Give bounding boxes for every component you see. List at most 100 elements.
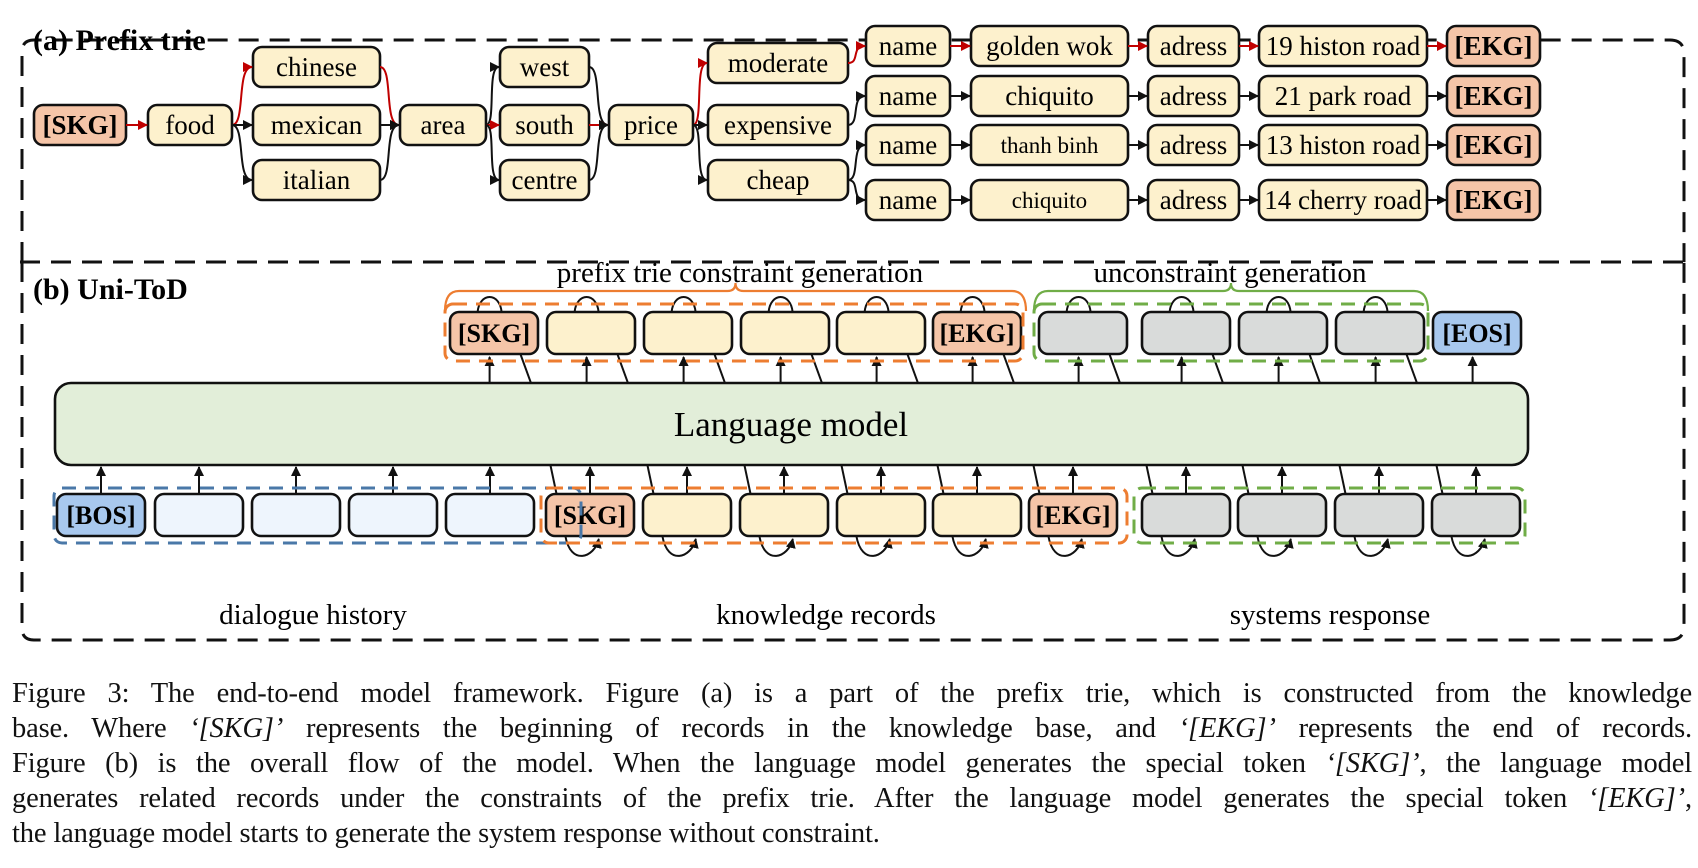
unconstrained-output-group	[1032, 302, 1430, 363]
output-token-constrained-label: [SKG]	[458, 319, 530, 348]
caption-text: base. Where	[12, 713, 190, 744]
feedback-line	[906, 353, 919, 384]
self-loop	[855, 535, 893, 557]
node-skg-label: [SKG]	[42, 110, 117, 140]
node-expensive-label: expensive	[724, 110, 832, 140]
node-address-key: adress	[1146, 24, 1241, 68]
feedback-line	[1108, 353, 1121, 384]
caption-line: Figure (b) is the overall flow of the mo…	[12, 746, 1692, 781]
unconstrained-generation-label: unconstraint generation	[1094, 257, 1367, 289]
node-area-label: area	[421, 110, 466, 140]
caption-line: generates related records under the cons…	[12, 781, 1692, 816]
output-token-unconstrained-box	[1140, 310, 1232, 356]
node-name-value: thanh binh	[969, 123, 1130, 167]
input-token-history	[153, 492, 245, 538]
trie-edge	[485, 62, 500, 126]
knowledge-records-group	[539, 486, 1129, 545]
node-italian: italian	[251, 158, 382, 202]
node-moderate: moderate	[706, 41, 850, 85]
caption-text: represents the beginning of records in t…	[283, 713, 1179, 744]
feedback-line	[549, 464, 558, 495]
node-name-key-label: name	[879, 81, 937, 111]
trie-edge	[847, 140, 866, 181]
output-token-constrained-box	[931, 310, 1023, 356]
feedback-line	[1002, 353, 1015, 384]
node-ekg: [EKG]	[1445, 178, 1542, 222]
input-token-knowledge-box	[835, 492, 927, 538]
output-token-constrained-box	[448, 310, 540, 356]
figure-caption: Figure 3: The end-to-end model framework…	[12, 676, 1692, 851]
node-name-key-label: name	[879, 130, 937, 160]
feedback-line	[743, 464, 752, 495]
input-token-response	[1430, 492, 1522, 538]
node-centre: centre	[498, 158, 591, 202]
node-address-key: adress	[1146, 123, 1241, 167]
self-loop	[758, 535, 796, 557]
input-token-history	[444, 492, 536, 538]
input-token-response-box	[1140, 492, 1232, 538]
uni-tod-framework-diagram: (a) Prefix trie (b) Uni-ToD [SKG]foodchi…	[20, 24, 1686, 642]
self-loop	[1362, 296, 1389, 313]
node-chinese: chinese	[251, 45, 382, 89]
input-token-knowledge: [SKG]	[544, 492, 636, 538]
node-ekg: [EKG]	[1445, 123, 1542, 167]
input-token-knowledge	[641, 492, 733, 538]
caption-line: base. Where ‘[SKG]’ represents the begin…	[12, 711, 1692, 746]
output-token-constrained	[739, 310, 831, 356]
node-area: area	[398, 103, 488, 147]
node-ekg: [EKG]	[1445, 24, 1542, 68]
output-token-eos-label: [EOS]	[1442, 319, 1511, 348]
input-token-knowledge-label: [EKG]	[1035, 501, 1110, 530]
node-ekg: [EKG]	[1445, 74, 1542, 118]
node-ekg-box	[1445, 123, 1542, 167]
input-token-knowledge-box	[641, 492, 733, 538]
node-south-label: south	[515, 110, 574, 140]
node-ekg-label: [EKG]	[1455, 130, 1533, 160]
caption-line: Figure 3: The end-to-end model framework…	[12, 676, 1692, 711]
knowledge-records-label: knowledge records	[716, 599, 936, 631]
caption-text: represents the end of records.	[1275, 713, 1693, 744]
input-token-history	[250, 492, 342, 538]
self-loop	[1168, 296, 1195, 313]
systems-response-group	[1132, 486, 1527, 545]
self-loop	[767, 296, 794, 313]
output-token-constrained-box	[642, 310, 734, 356]
node-name-value: chiquito	[969, 178, 1130, 222]
unconstrained-brace	[1032, 282, 1430, 312]
self-loop	[476, 296, 503, 313]
output-token-unconstrained-box	[1037, 310, 1129, 356]
input-token-response	[1236, 492, 1328, 538]
self-loop	[661, 535, 699, 557]
self-loop	[1160, 535, 1198, 557]
uni-tod-flow: Language model[SKG][EKG][EOS][BOS][SKG][…	[52, 257, 1530, 631]
language-model-block: Language model	[53, 381, 1530, 467]
systems-response-label: systems response	[1230, 599, 1431, 631]
node-food: food	[146, 103, 234, 147]
node-expensive: expensive	[706, 103, 850, 147]
node-west: west	[498, 45, 591, 89]
node-name-value-label: thanh binh	[1001, 133, 1099, 158]
output-token-unconstrained-box	[1334, 310, 1426, 356]
caption-text: Figure 3: The end-to-end model framework…	[12, 678, 1692, 709]
caption-text: Figure (b) is the overall flow of the mo…	[12, 748, 1326, 779]
feedback-line	[1405, 353, 1418, 384]
node-chinese-label: chinese	[276, 52, 357, 82]
node-address-key-label: adress	[1160, 185, 1227, 215]
caption-text: ,	[1685, 783, 1692, 814]
input-token-knowledge-box	[931, 492, 1023, 538]
self-loop	[1265, 296, 1292, 313]
input-token-knowledge	[738, 492, 830, 538]
self-loop	[564, 535, 602, 557]
output-token-constrained-box	[545, 310, 637, 356]
input-token-history-box	[250, 492, 342, 538]
node-name-key: name	[864, 178, 952, 222]
input-token-knowledge	[835, 492, 927, 538]
input-token-history	[347, 492, 439, 538]
node-price: price	[607, 103, 695, 147]
input-token-knowledge: [EKG]	[1027, 492, 1119, 538]
output-token-unconstrained-box	[1237, 310, 1329, 356]
node-ekg-label: [EKG]	[1455, 31, 1533, 61]
trie-edge	[231, 124, 253, 185]
